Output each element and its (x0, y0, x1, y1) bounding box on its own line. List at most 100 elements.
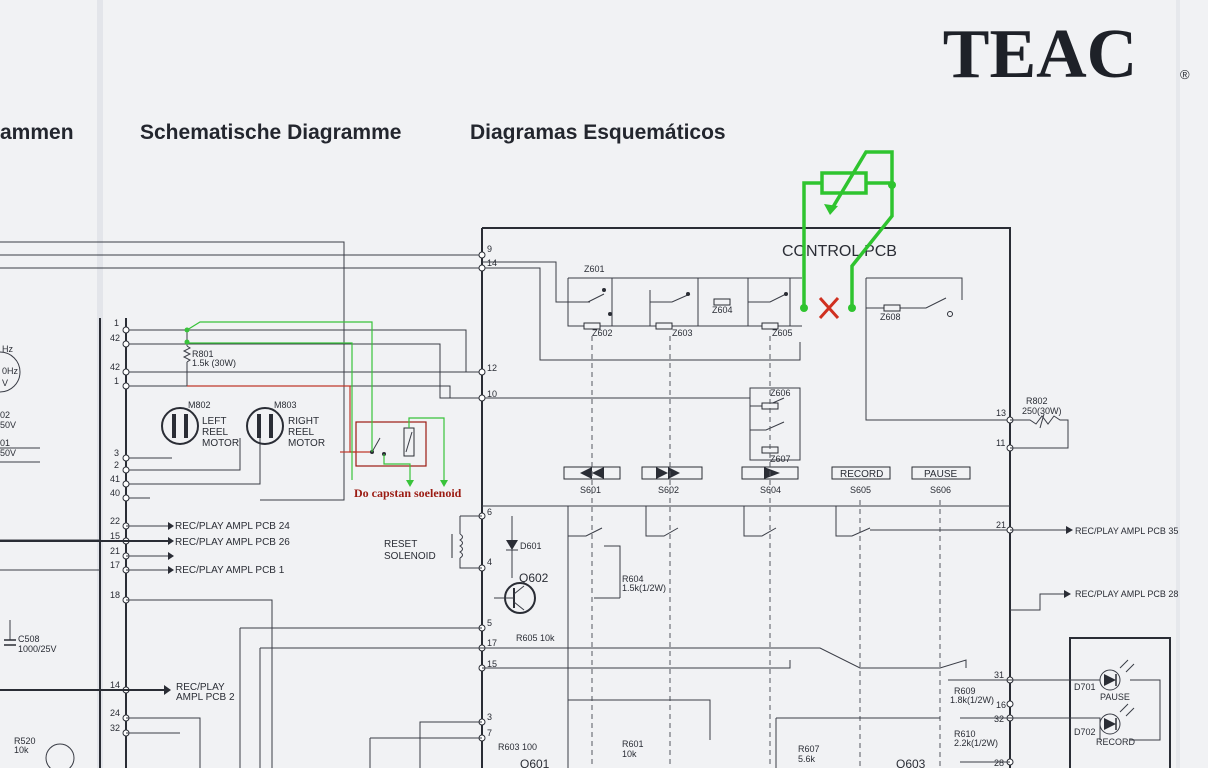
m803-text: MOTOR (288, 438, 325, 449)
pin-label: 13 (996, 408, 1006, 418)
harness-pins (122, 326, 130, 737)
transport-button-legends (563, 466, 971, 480)
z604-label: Z604 (712, 305, 733, 315)
r609-value: 1.8k(1/2W) (950, 695, 994, 705)
s604-label: S604 (760, 485, 781, 495)
pin-label: 9 (487, 244, 492, 254)
r801-resistor (182, 330, 192, 386)
led-pcb-box (1010, 637, 1171, 768)
c508-value: 1000/25V (18, 644, 57, 654)
record-button-label: RECORD (840, 469, 883, 480)
r520-label: R520 (14, 736, 36, 746)
transistor-fragment (45, 743, 75, 768)
connection-label: AMPL PCB 2 (176, 692, 235, 703)
capstan-solenoid-note: Do capstan soelenoid (354, 486, 462, 500)
pin-label: 28 (994, 758, 1004, 768)
z601-label: Z601 (584, 264, 605, 274)
pin-label: 11 (996, 438, 1005, 448)
edge-text: 50V (0, 420, 16, 430)
left-harness (99, 318, 127, 768)
red-cut-mark (818, 296, 840, 320)
r802-value: 250(30W) (1022, 406, 1062, 416)
green-pot-markup (800, 150, 896, 312)
edge-text: V (2, 378, 8, 388)
pin-label: 41 (110, 474, 120, 484)
pause-led-label: PAUSE (1100, 692, 1130, 702)
pin-label: 1 (114, 376, 119, 386)
right-reel-motor-symbol (246, 407, 284, 445)
z608-label: Z608 (880, 312, 901, 322)
pause-button-label: PAUSE (924, 469, 957, 480)
r607-label: R607 (798, 744, 820, 754)
pin-label: 18 (110, 590, 120, 600)
pin-label: 12 (487, 363, 497, 373)
record-led-label: RECORD (1096, 737, 1136, 747)
c508-label: C508 (18, 634, 40, 644)
connection-label: REC/PLAY AMPL PCB 35 (1075, 526, 1178, 536)
r601-value: 10k (622, 749, 637, 759)
s601-label: S601 (580, 485, 601, 495)
pin-label: 42 (110, 333, 120, 343)
mid-switch-bank (460, 505, 1010, 768)
title-german: Schematische Diagramme (140, 121, 401, 144)
pin-label: 7 (487, 728, 492, 738)
pin-label: 40 (110, 488, 120, 498)
pin-label: 4 (487, 557, 492, 567)
d601-label: D601 (520, 541, 542, 551)
q602-transistor (494, 582, 536, 614)
z608-switch-group (865, 277, 1010, 421)
reset-solenoid-label: RESET (384, 539, 417, 550)
teac-logo: TEAC (943, 16, 1137, 93)
pin-label: 24 (110, 708, 120, 718)
pin-label: 5 (487, 618, 492, 628)
pin-label: 17 (110, 560, 120, 570)
r802-label: R802 (1026, 396, 1048, 406)
r604-value: 1.5k(1/2W) (622, 583, 666, 593)
pin-label: 3 (114, 448, 119, 458)
edge-text: Hz (2, 344, 13, 354)
connection-label: REC/PLAY (176, 682, 225, 693)
connection-label: REC/PLAY AMPL PCB 28 (1075, 589, 1178, 599)
pin-label: 17 (487, 638, 497, 648)
pin-label: 32 (994, 714, 1004, 724)
pin-label: 14 (487, 258, 497, 268)
edge-text: 0Hz (2, 366, 19, 376)
left-reel-motor-symbol (161, 407, 199, 445)
pin-label: 1 (114, 318, 119, 328)
pin-label: 21 (110, 546, 120, 556)
r609-label: R609 (954, 686, 976, 696)
control-pcb-label: CONTROL PCB (782, 243, 897, 260)
s606-label: S606 (930, 485, 951, 495)
r605-label: R605 10k (516, 633, 555, 643)
r607-value: 5.6k (798, 754, 816, 764)
top-switch-row (567, 277, 802, 330)
r603-label: R603 100 (498, 742, 537, 752)
pin-label: 16 (996, 700, 1006, 710)
connection-label: REC/PLAY AMPL PCB 26 (175, 537, 290, 548)
pin-label: 32 (110, 723, 120, 733)
z603-label: Z603 (672, 328, 693, 338)
bottom-wiring (239, 627, 940, 768)
q602-label: Q602 (519, 571, 549, 585)
pin-label: 6 (487, 507, 492, 517)
pin-label: 22 (110, 516, 120, 526)
r604-label: R604 (622, 574, 644, 584)
z607-label: Z607 (770, 454, 791, 464)
pin-label: 10 (487, 389, 497, 399)
relay-switch-symbol (370, 427, 415, 457)
z606-z607-group (749, 387, 801, 461)
d701-label: D701 (1074, 682, 1096, 692)
top-bus-wires (0, 241, 801, 501)
q601-label: Q601 (520, 757, 550, 768)
green-markup-wires (184, 321, 448, 487)
s605-label: S605 (850, 485, 871, 495)
registered-mark: ® (1180, 67, 1190, 82)
r610-label: R610 (954, 729, 976, 739)
r601-label: R601 (622, 739, 644, 749)
reset-solenoid-label: SOLENOID (384, 551, 436, 562)
z606-label: Z606 (770, 388, 791, 398)
pin-label: 15 (487, 659, 497, 669)
actuator-dashes (591, 336, 941, 768)
connection-label: REC/PLAY AMPL PCB 1 (175, 565, 285, 576)
